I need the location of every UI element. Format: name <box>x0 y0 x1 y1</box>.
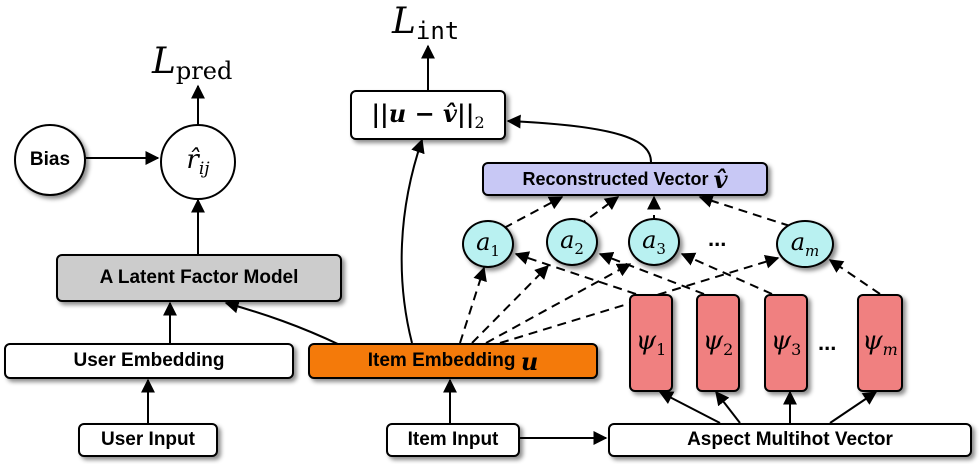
aspect-bar-1: ψ1 <box>629 294 673 392</box>
attention-node-a2-symbol: a <box>560 226 575 255</box>
attention-node-a3: a3 <box>628 218 680 266</box>
user-input: User Input <box>78 423 218 457</box>
user-embedding: User Embedding <box>4 343 294 379</box>
edge-itemembedding-norm <box>400 138 425 344</box>
attention-node-a3-label: a3 <box>642 226 666 258</box>
reconstructed-vector-label: Reconstructed Vector <box>522 168 709 189</box>
item-embedding-symbol: u <box>520 346 539 376</box>
aspect-bar-2: ψ2 <box>696 294 740 392</box>
l-pred-subscript: pred <box>175 57 233 85</box>
aspect-bar-m-symbol: ψ <box>862 326 883 357</box>
attention-node-a1-symbol: a <box>476 228 491 257</box>
aspect-bar-m-label: ψm <box>862 326 898 359</box>
user-embedding-label: User Embedding <box>73 350 225 371</box>
rating-subscript: ij <box>198 159 210 180</box>
aspect-bar-1-subscript: 1 <box>656 340 667 360</box>
norm-expression-text: ||u − v̂|| <box>371 98 475 128</box>
attention-node-am-label: am <box>791 228 820 260</box>
norm-box: ||u − v̂||2 <box>350 90 506 140</box>
rating-symbol: r̂ <box>186 144 199 175</box>
aspect-bar-1-symbol: ψ <box>635 326 657 357</box>
edge-aspect-bar2 <box>715 390 741 424</box>
edge-bar2-a2 <box>598 251 705 295</box>
attention-node-a2: a2 <box>546 218 598 266</box>
attention-node-a1: a1 <box>462 220 514 268</box>
latent-factor-model: A Latent Factor Model <box>56 254 342 302</box>
aspect-bar-ellipsis: ... <box>818 330 837 355</box>
edge-item-am <box>499 254 780 344</box>
attention-node-am-subscript: m <box>805 241 820 260</box>
edge-reconstructed-norm <box>506 114 652 163</box>
item-embedding: Item Embedding u <box>308 343 598 379</box>
aspect-bar-2-label: ψ2 <box>703 326 734 359</box>
aspect-multihot-vector-label: Aspect Multihot Vector <box>687 429 893 450</box>
item-input: Item Input <box>386 423 520 457</box>
rating-node: r̂ij <box>160 124 236 200</box>
attention-node-am: am <box>776 220 834 268</box>
attention-node-a2-label: a2 <box>560 226 584 258</box>
edge-item-a2 <box>471 265 549 344</box>
edge-aspect-barm <box>829 391 878 424</box>
item-embedding-label: Item Embedding <box>367 350 516 371</box>
aspect-bar-2-subscript: 2 <box>723 340 734 360</box>
edge-am-recon <box>698 194 791 227</box>
item-input-label: Item Input <box>407 429 499 450</box>
aspect-bar-3-label: ψ3 <box>771 326 802 359</box>
edge-bar3-a3 <box>680 252 773 295</box>
edge-bar1-a1 <box>514 251 637 295</box>
aspect-multihot-vector: Aspect Multihot Vector <box>608 423 972 457</box>
norm-expression: ||u − v̂||2 <box>371 99 484 132</box>
attention-ellipsis: ... <box>708 226 727 251</box>
l-pred-symbol: L <box>152 41 176 82</box>
bias-node: Bias <box>14 124 86 196</box>
l-int-label: Lint <box>392 2 459 51</box>
edge-barm-am <box>828 259 881 295</box>
edge-item-a1 <box>459 266 487 344</box>
bias-label: Bias <box>29 149 71 170</box>
attention-node-a3-subscript: 3 <box>656 239 666 258</box>
aspect-bar-2-symbol: ψ <box>702 326 724 357</box>
reconstructed-vector: Reconstructed Vector v̂ <box>482 162 768 196</box>
norm-subscript: 2 <box>474 112 485 132</box>
latent-factor-model-label: A Latent Factor Model <box>99 267 299 288</box>
aspect-bar-m-subscript: m <box>882 340 898 360</box>
aspect-bar-1-label: ψ1 <box>636 326 667 359</box>
l-int-subscript: int <box>415 17 460 45</box>
attention-node-a1-subscript: 1 <box>490 241 500 260</box>
edge-itemembedding-latent <box>224 299 341 346</box>
l-int-symbol: L <box>392 1 416 42</box>
reconstructed-vector-symbol: v̂ <box>713 164 728 194</box>
attention-node-a2-subscript: 2 <box>574 239 584 258</box>
l-pred-label: Lpred <box>152 42 232 91</box>
attention-node-a3-symbol: a <box>642 226 657 255</box>
attention-node-am-symbol: a <box>790 228 806 257</box>
edge-item-a3 <box>485 263 632 344</box>
aspect-bar-m: ψm <box>857 294 903 392</box>
aspect-bar-3-symbol: ψ <box>770 326 792 357</box>
rating-label: r̂ij <box>186 145 209 179</box>
aspect-bar-3-subscript: 3 <box>791 340 802 360</box>
edge-a1-recon <box>503 196 564 229</box>
attention-node-a1-label: a1 <box>476 228 500 260</box>
aspect-bar-3: ψ3 <box>764 294 808 392</box>
user-input-label: User Input <box>101 429 195 450</box>
edge-aspect-bar1 <box>658 391 721 424</box>
